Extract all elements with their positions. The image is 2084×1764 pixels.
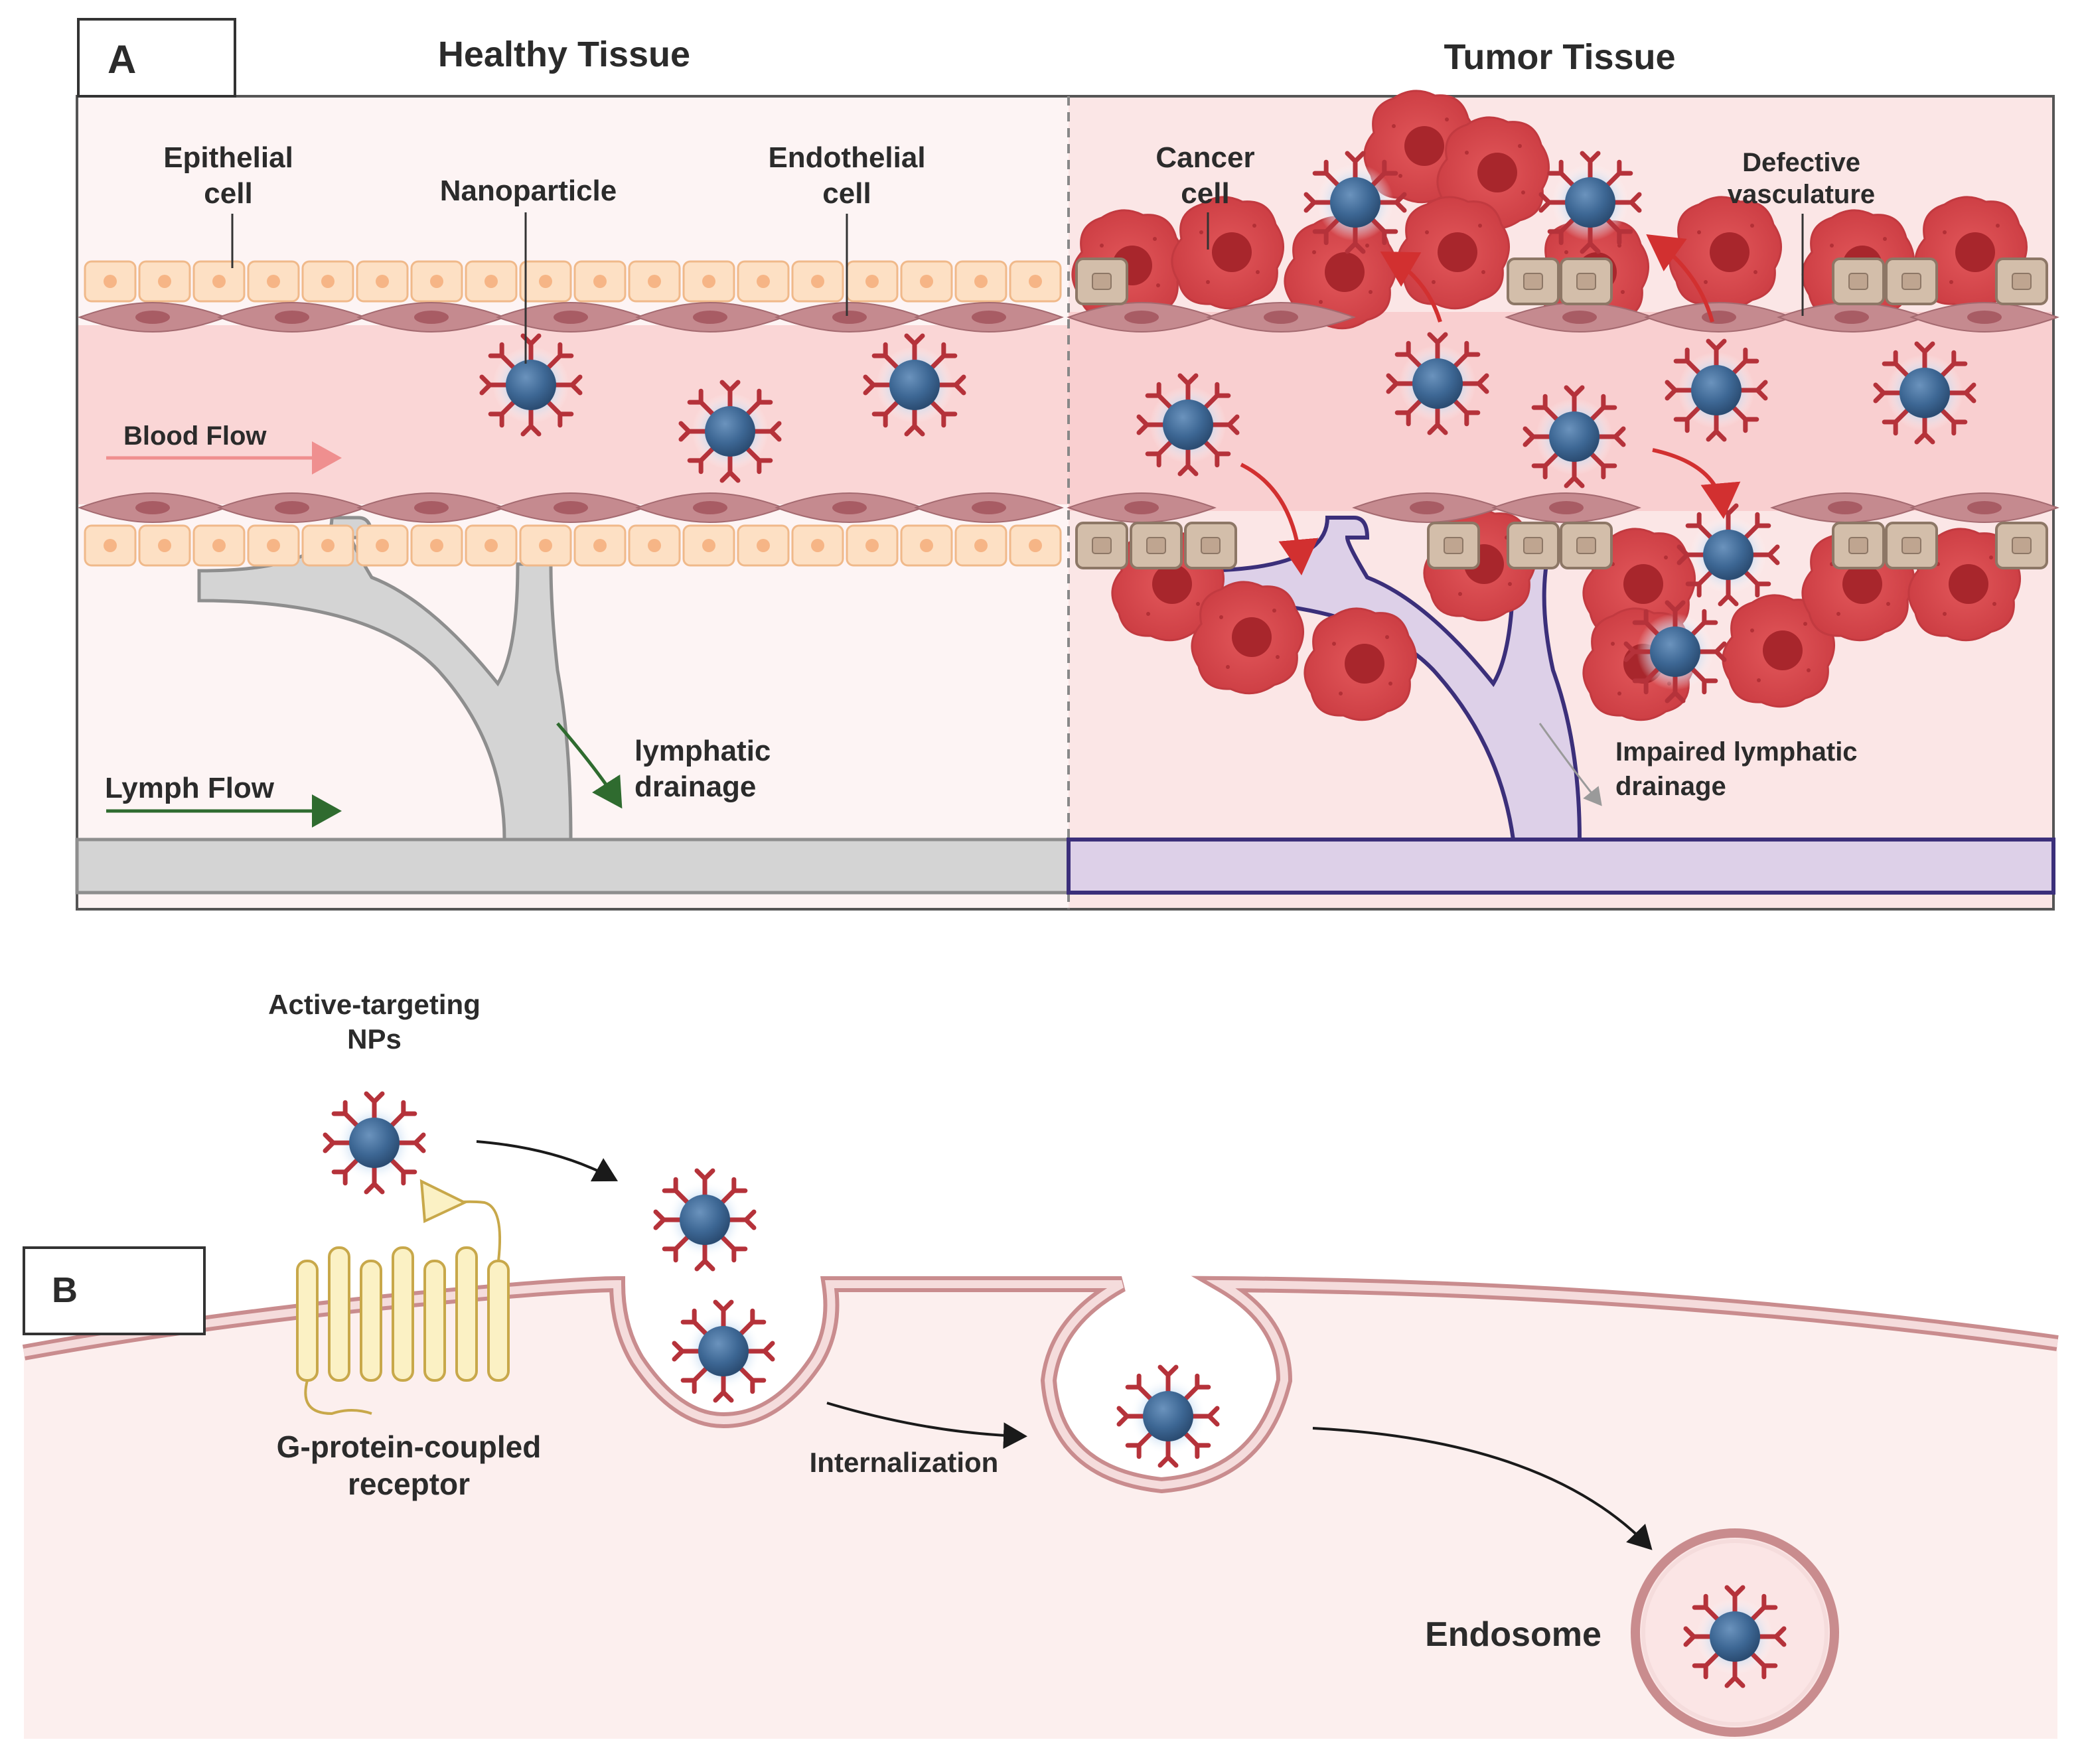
- nanoparticle-label: Nanoparticle: [440, 175, 617, 207]
- lymphatic-drainage-arrow: [556, 722, 623, 809]
- tumor-title: Tumor Tissue: [1444, 37, 1675, 77]
- blood-flow-label: Blood Flow: [123, 421, 267, 451]
- panel-b: B Active-targeting NPs G-protein-coupled…: [0, 989, 2084, 1764]
- active-np-label-line2: NPs: [347, 1023, 402, 1055]
- endosome-label: Endosome: [1425, 1615, 1601, 1654]
- gpcr-label-line1: G-protein-coupled: [277, 1430, 542, 1464]
- impaired-label-line1: Impaired lymphatic: [1615, 737, 1858, 767]
- panel-a-tag-box: [77, 18, 236, 98]
- defective-label-line1: Defective: [1742, 148, 1860, 177]
- panel-b-tag-box: [23, 1246, 206, 1335]
- panel-a-tag: A: [108, 37, 136, 82]
- cancer-label-line1: Cancer: [1155, 141, 1254, 174]
- epithelial-label-line1: Epithelial: [163, 141, 293, 174]
- approach-arrow: [476, 1140, 619, 1182]
- impaired-drainage-arrow: [1538, 723, 1602, 806]
- endothelial-label-line1: Endothelial: [768, 141, 925, 174]
- active-np-label-line1: Active-targeting: [268, 989, 481, 1020]
- internalization-arrow: [826, 1402, 1027, 1449]
- lymph-flow-label: Lymph Flow: [105, 772, 275, 804]
- cancer-label-line2: cell: [1181, 177, 1229, 210]
- epithelial-label-line2: cell: [204, 177, 252, 210]
- lymph-vessel-healthy: [75, 838, 1071, 895]
- np-in-pit: [674, 1302, 773, 1400]
- gpcr-receptor: [296, 1179, 510, 1416]
- drainage-label-line1: lymphatic: [634, 735, 771, 767]
- panel-a-frame: [76, 95, 2055, 911]
- lymph-vessel-tumor: [1067, 838, 2055, 895]
- impaired-label-line2: drainage: [1615, 772, 1726, 801]
- extravasation-arrows: [1240, 234, 1741, 575]
- panel-a: A Healthy Tissue Tumor Tissue Epithelial…: [75, 18, 2058, 911]
- panel-b-tag: B: [52, 1270, 78, 1310]
- defective-label-line2: vasculature: [1728, 180, 1875, 209]
- healthy-title: Healthy Tissue: [438, 35, 690, 74]
- cell-interior: [24, 1284, 2057, 1739]
- gpcr-label-line2: receptor: [348, 1467, 470, 1501]
- np-approaching: [656, 1171, 754, 1269]
- endothelial-label-line2: cell: [822, 177, 871, 210]
- active-np: [325, 1094, 423, 1192]
- np-in-vesicle: [1119, 1367, 1217, 1465]
- drainage-label-line2: drainage: [634, 771, 756, 803]
- internalization-label: Internalization: [810, 1447, 999, 1478]
- endosome-arrow: [1312, 1427, 1653, 1550]
